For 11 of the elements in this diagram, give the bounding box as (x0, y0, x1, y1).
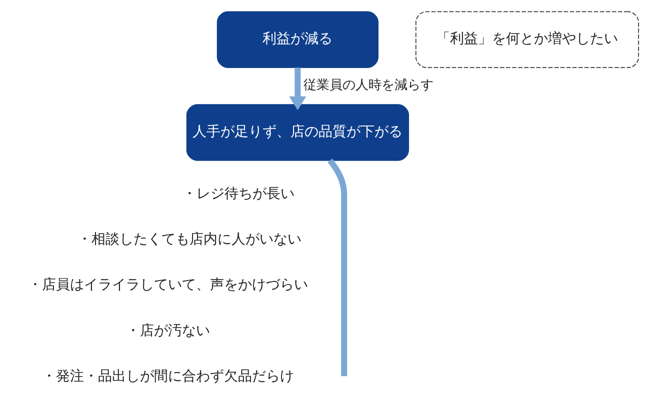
label: ・レジ待ちが長い (182, 186, 294, 202)
label: ・相談したくても店内に人がいない (76, 232, 301, 248)
node-box: 利益が減る (216, 11, 378, 68)
arrow (288, 68, 306, 110)
connector (327, 158, 347, 376)
label: ・店員はイライラしていて、声をかけづらい (27, 277, 308, 294)
label: ・発注・品出しが間に合わず欠品だらけ (41, 368, 294, 384)
node-box: 人手が足りず、店の品質が下がる (186, 104, 409, 161)
node-box: 「利益」を何とか増やしたい (414, 11, 638, 68)
edge-label: 従業員の人時を減らす (303, 78, 434, 94)
label: ・店が汚ない (125, 322, 210, 339)
